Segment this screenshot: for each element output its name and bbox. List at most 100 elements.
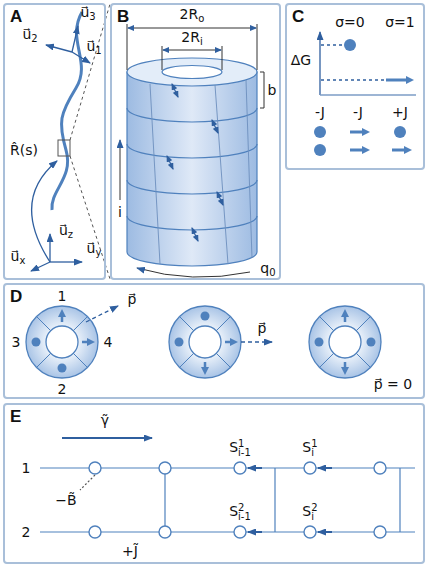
axis-label: u⃗z [59,222,73,243]
ring-cross-sections-line [225,341,234,344]
panel-letter: A [10,7,22,27]
index-stack: 1i-1 [238,439,251,457]
dimension-lines [120,24,264,277]
ladder-lattice-g-circle [159,462,171,474]
superscript: 2 [238,503,251,512]
zoom-window-rect [58,140,70,156]
dimension-label: 2Ri [181,29,202,50]
spin-pairs-line [392,149,408,152]
panel-letter: E [10,407,21,427]
state-label: σ=0 [335,14,365,30]
dipole-label: p⃗ [258,320,267,336]
superscript: 2 [311,503,317,512]
ring-cross-sections-line [344,313,347,322]
ladder-lattice-g-circle [234,526,246,538]
strand-number: 1 [22,460,31,476]
spin-label: S1i [302,439,317,457]
ring-cross-sections-line [356,353,370,367]
cylinder-stack-g-line [246,80,252,258]
ring-cross-sections-circle [26,306,98,378]
panel-letter: B [117,7,129,27]
ring-cross-sections-circle [58,364,67,373]
subscript: o [198,13,204,24]
lab-frame-line [49,234,50,262]
energy-plot-circle [344,39,356,51]
subscript: i-1 [238,512,251,521]
superscript: 1 [238,439,251,448]
ladder-lattice-line [62,437,152,439]
ladder-lattice-line [80,475,95,490]
subscript: i [311,448,317,457]
spin-pairs-circle [394,126,406,138]
local-frame-line [72,26,78,52]
subscript: i [311,512,317,521]
spin-pairs-line [350,131,366,134]
panel-letter: D [10,287,22,307]
ring-cross-sections-line [216,317,230,331]
cylinder-stack-g-line [150,84,160,264]
dimension-lines-line [162,46,163,70]
cylinder-stack-g-line [172,84,178,97]
cylinder-stack-g [127,108,257,230]
dimension-lines-line [128,28,256,29]
field-label: γ̃ [101,412,109,428]
segment-number: 4 [104,334,113,350]
ring-cross-sections-line [216,353,230,367]
ring-cross-sections-circle [32,338,41,347]
cylinder-stack-g [150,80,252,264]
zoom-window-line [70,156,110,279]
dimension-lines-line [163,50,221,51]
cylinder-stack-g-path [127,108,257,122]
field-label: −B̃ [55,492,76,508]
ladder-lattice-g-line [318,531,332,533]
axis-label: ΔG [291,52,311,68]
dimension-lines-path [137,268,250,277]
dimension-lines-path [260,72,264,108]
ladder-lattice-g-circle [374,462,386,474]
energy-plot-line [321,44,343,45]
subscript: 1 [95,45,101,56]
ring-cross-sections-line [37,353,51,367]
ring-cross-sections-line [61,313,64,322]
ladder-lattice-g-line [318,467,332,469]
dimension-label: 2Ro [180,6,205,27]
ring-cross-sections [26,306,381,378]
ring-cross-sections-circle [329,326,361,358]
ladder-lattice-line [274,468,275,532]
ladder-lattice-g [89,462,386,538]
ring-cross-sections-line [73,353,87,367]
cylinder-stack-g-line [167,156,173,169]
ladder-lattice-g-circle [374,526,386,538]
subscript: 0 [269,267,275,278]
ring-cross-sections-line [73,317,87,331]
axis-label: u⃗1 [86,38,101,59]
ring-cross-sections-circle [169,306,241,378]
ring-cross-sections-circle [175,338,184,347]
axis-label: u⃗2 [22,26,37,47]
position-vector [32,161,57,262]
spin-pairs-circle [314,126,326,138]
dimension-lines-line [127,24,128,70]
spin-pairs-line [350,149,366,152]
coupling-label: -J [353,104,363,120]
ladder-lattice-g-circle [304,462,316,474]
figure-panel: B [110,3,281,280]
index-stack: 1i [311,439,317,457]
ladder-lattice-line [399,468,400,532]
axis-label: u⃗y [87,240,102,261]
energy-plot [320,32,416,95]
spin-label: S1i-1 [229,439,251,457]
panel-letter: C [292,7,304,27]
cylinder-stack [127,58,257,266]
coupling-label: +J̃ [122,543,138,559]
local-frame [46,26,90,63]
cylinder-stack-g [167,84,223,241]
subscript: i-1 [238,448,251,457]
cylinder-stack-g-line [192,228,198,241]
ladder-lattice-g-circle [89,526,101,538]
subscript: z [68,229,73,240]
polarization-arrows-line [241,341,272,342]
ring-cross-sections-circle [315,338,324,347]
subscript: y [95,247,101,258]
cylinder-stack-g-path [127,180,257,194]
